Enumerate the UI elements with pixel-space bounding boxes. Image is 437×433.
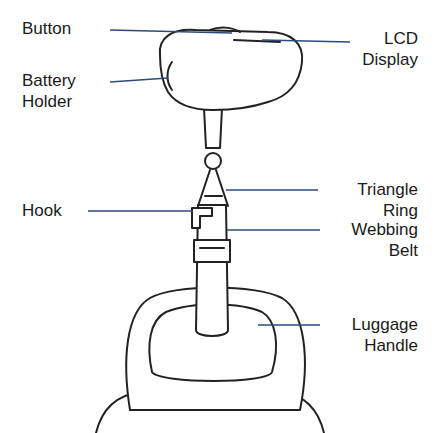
leader-line — [110, 30, 232, 33]
part-label: Triangle Ring — [334, 179, 418, 221]
part-label: Hook — [22, 200, 84, 221]
leader-line — [88, 210, 193, 212]
leader-lines — [88, 30, 350, 325]
part-label: Luggage Handle — [334, 314, 418, 356]
leader-line — [258, 324, 320, 326]
buckle — [194, 240, 230, 262]
leader-line — [226, 189, 318, 191]
button — [210, 28, 240, 32]
part-label: Button — [22, 18, 112, 39]
hook-clip — [192, 208, 212, 228]
part-label: Battery Holder — [22, 70, 106, 112]
buckle-bar — [200, 247, 224, 249]
scale-head — [160, 30, 302, 110]
leader-line — [262, 40, 350, 42]
leader-line — [227, 229, 320, 231]
scale-neck — [204, 108, 222, 148]
triangle-ring — [198, 170, 228, 206]
leader-line — [110, 78, 168, 82]
battery-holder — [168, 62, 173, 90]
part-label: LCD Display — [346, 28, 418, 70]
part-label: Webbing Belt — [334, 219, 418, 261]
swivel-ring — [205, 153, 221, 169]
